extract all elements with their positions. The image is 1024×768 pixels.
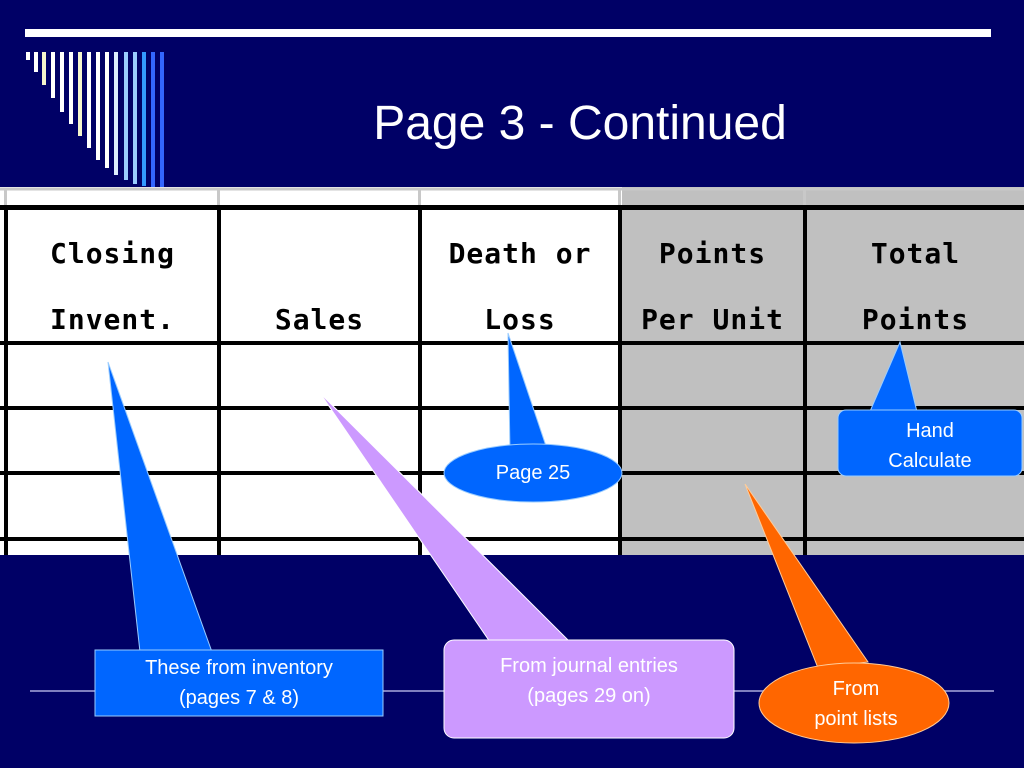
- header-total-points: Total Points: [807, 221, 1024, 353]
- top-rule: [25, 29, 991, 37]
- inventory-callout-pointer: [107, 361, 213, 653]
- hand-callout-box: [837, 409, 1023, 477]
- inventory-callout-text: These from inventory (pages 7 & 8): [95, 650, 383, 716]
- journal-callout-box: [443, 639, 735, 739]
- header-line1: Death or: [448, 237, 592, 270]
- point-lists-callout-line1: From: [832, 678, 880, 700]
- page-title: Page 3 - Continued: [373, 97, 787, 150]
- header-points-per-unit: Points Per Unit: [622, 221, 803, 353]
- page25-callout-ellipse: [443, 443, 623, 503]
- header-line2: Sales: [274, 303, 365, 336]
- page25-callout-pointer: [507, 332, 549, 453]
- inventory-callout-line2: (pages 7 & 8): [178, 687, 300, 709]
- header-line1: Total: [870, 237, 961, 270]
- point-lists-callout-ellipse: [758, 662, 950, 744]
- journal-callout-text: From journal entries (pages 29 on): [444, 648, 734, 714]
- hand-callout-text: Hand Calculate: [838, 416, 1022, 476]
- header-line2: Per Unit: [641, 303, 784, 336]
- point-lists-callout-text: From point lists: [770, 674, 942, 734]
- header-closing-inventory: Closing Invent.: [8, 221, 217, 353]
- point-lists-callout-line2: point lists: [814, 708, 898, 730]
- hand-callout-pointer: [867, 340, 919, 417]
- header-line1: Points: [658, 237, 767, 270]
- header-line2: Invent.: [49, 303, 175, 336]
- header-line1: Closing: [49, 237, 175, 270]
- journal-callout-line2: (pages 29 on): [527, 685, 651, 707]
- header-death-or-loss: Death or Loss: [422, 221, 618, 353]
- hand-callout-line1: Hand: [906, 420, 954, 442]
- header-line2: Points: [861, 303, 970, 336]
- inventory-callout-line1: These from inventory: [145, 657, 333, 679]
- journal-callout-line1: From journal entries: [500, 655, 678, 677]
- header-line2: Loss: [484, 303, 556, 336]
- page25-callout-text: Page 25: [444, 458, 622, 488]
- page25-callout-label: Page 25: [495, 462, 571, 484]
- inventory-callout-box: [94, 649, 384, 717]
- header-sales: Sales: [221, 221, 418, 353]
- point-lists-callout-pointer: [744, 483, 869, 669]
- hand-callout-line2: Calculate: [888, 450, 972, 472]
